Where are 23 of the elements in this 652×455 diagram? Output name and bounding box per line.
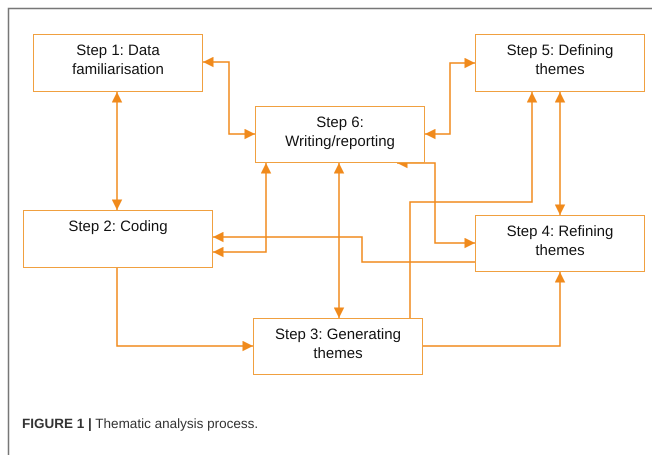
process-box: [33, 34, 203, 92]
step-label: Step 1: Data familiarisation: [71, 41, 165, 79]
arrow: [213, 163, 272, 258]
arrow: [554, 92, 566, 215]
step-label: Step 3: Generating themes: [274, 325, 402, 363]
arrow: [116, 268, 253, 352]
figure-caption: FIGURE 1 | Thematic analysis process.: [22, 416, 258, 431]
arrow: [112, 92, 122, 210]
process-box: [475, 34, 645, 92]
step-label: Step 2: Coding: [67, 217, 169, 236]
arrow: [334, 163, 344, 318]
process-box: [475, 215, 645, 272]
arrow: [425, 58, 475, 140]
step-label: Step 6: Writing/reporting: [284, 113, 396, 151]
process-box: [255, 106, 425, 163]
step-label: Step 4: Refining themes: [506, 222, 614, 260]
arrow: [409, 92, 538, 318]
arrow: [203, 56, 255, 140]
step-label: Step 5: Defining themes: [506, 41, 614, 79]
arrow: [213, 232, 475, 263]
process-box: [253, 318, 423, 375]
process-box: [23, 210, 213, 268]
arrow: [423, 272, 566, 347]
